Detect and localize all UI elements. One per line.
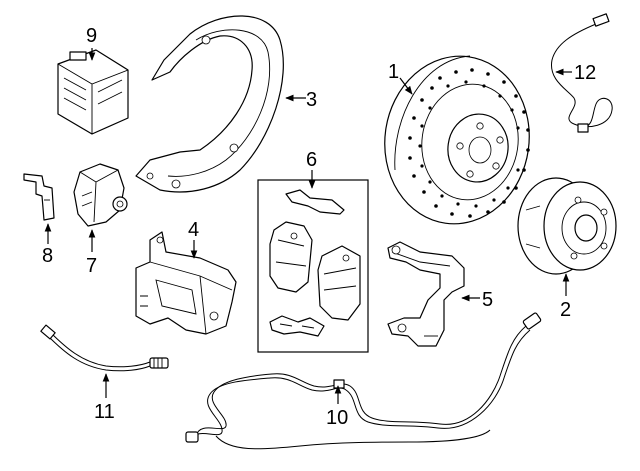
- part-2-wheel-hub[interactable]: [517, 177, 617, 275]
- callout-6: 6: [306, 149, 317, 171]
- callout-1: 1: [388, 61, 399, 83]
- callout-10: 10: [326, 407, 348, 429]
- part-3-splash-shield[interactable]: [135, 15, 284, 193]
- part-11-wear-indicator[interactable]: [40, 324, 169, 372]
- callout-9: 9: [86, 25, 97, 47]
- callout-2: 2: [560, 299, 571, 321]
- callout-3: 3: [306, 89, 317, 111]
- part-5-caliper-carrier[interactable]: [387, 241, 465, 347]
- callout-12: 12: [574, 62, 596, 84]
- part-8-bracket-clip[interactable]: [23, 173, 55, 221]
- part-12-wear-sensor[interactable]: [551, 13, 613, 133]
- part-9-control-module[interactable]: [57, 49, 129, 135]
- callout-7: 7: [86, 255, 97, 277]
- leader-lines: [44, 48, 572, 404]
- part-10-sensor-harness[interactable]: [185, 312, 542, 450]
- callout-4: 4: [188, 219, 199, 241]
- part-7-brake-sensor[interactable]: [73, 163, 128, 227]
- callout-8: 8: [42, 245, 53, 267]
- part-6-pad-kit[interactable]: [257, 179, 369, 353]
- part-4-caliper-housing[interactable]: [135, 231, 237, 335]
- callout-11: 11: [94, 401, 115, 423]
- part-1-brake-rotor[interactable]: [374, 47, 540, 233]
- callout-5: 5: [482, 289, 493, 311]
